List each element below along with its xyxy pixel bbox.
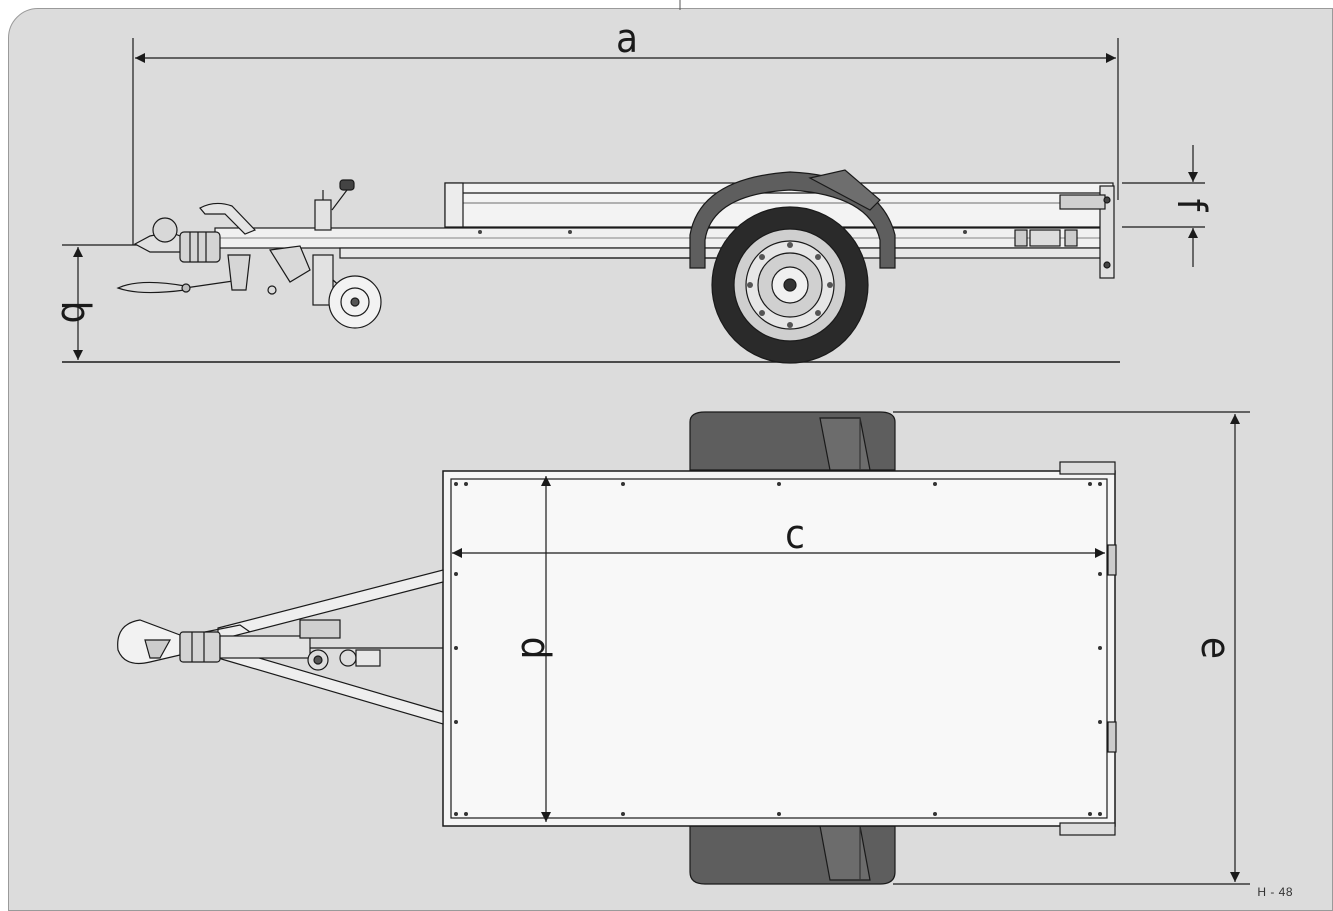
dim-label-d: d [512,637,558,660]
dim-label-b: b [52,301,98,324]
dim-label-c: c [785,512,805,558]
a-frame-drawbar [217,569,444,725]
dimension-lines [73,53,1250,885]
side-view [62,38,1120,364]
fender-bottom-right [689,825,896,885]
fender [689,169,896,269]
figure-code: H - 48 [1257,885,1293,899]
fender-top-left [689,411,896,471]
main-wheel [711,206,869,364]
jockey-wheel [268,179,382,329]
coupling-assembly [116,202,277,295]
dimension-labels: a b f c d e [52,16,1238,659]
top-view [117,411,1117,885]
dim-label-f: f [1168,199,1214,213]
trailer-bed [442,461,1117,836]
dim-label-e: e [1192,637,1238,659]
coupling-top [117,619,381,671]
dim-label-a: a [616,16,638,62]
